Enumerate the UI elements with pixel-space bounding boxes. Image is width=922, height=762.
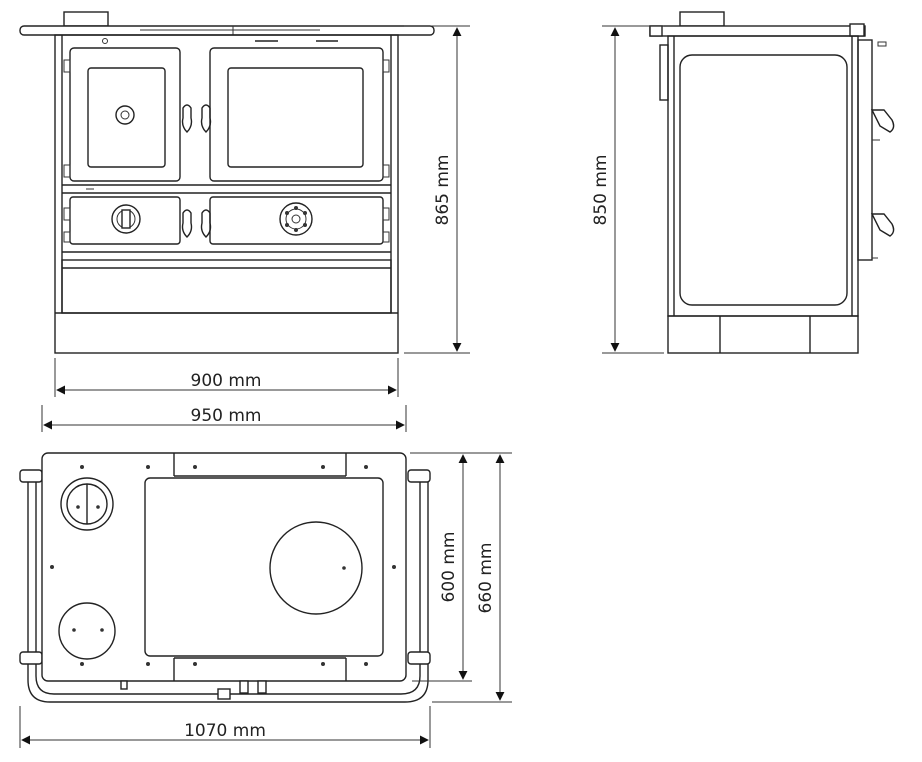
top-width-dimension: 1070 mm — [19, 706, 431, 748]
front-body — [54, 34, 399, 354]
air-regulator-knob-icon — [111, 204, 141, 234]
front-left-upper-door — [69, 47, 181, 182]
top-flue-outlet — [60, 477, 114, 531]
side-top-plate — [649, 25, 866, 37]
top-depth-inner-label: 600 mm — [439, 532, 459, 603]
front-width-dimensions: 900 mm 950 mm — [41, 358, 407, 432]
front-right-lower-door — [209, 196, 384, 245]
thermometer-icon — [115, 105, 135, 125]
front-height-label: 865 mm — [433, 155, 453, 226]
front-view — [19, 11, 435, 354]
right-door-handle-icon — [200, 104, 212, 133]
left-door-handle-icon — [181, 104, 193, 133]
top-depth-outer-label: 660 mm — [476, 543, 496, 614]
front-width-inner-label: 900 mm — [191, 371, 262, 391]
top-cooking-ring — [269, 521, 363, 615]
side-height-label: 850 mm — [591, 155, 611, 226]
top-cooktop — [41, 452, 407, 682]
side-height-dimension: 850 mm — [591, 25, 664, 354]
side-plinth — [667, 315, 859, 354]
side-view — [649, 11, 895, 354]
top-view — [19, 452, 431, 703]
ash-door-regulator-icon — [279, 202, 313, 236]
front-height-dimension: 865 mm — [404, 25, 470, 354]
top-small-lid — [58, 602, 116, 660]
side-panel — [679, 54, 848, 306]
top-width-total-label: 1070 mm — [184, 721, 266, 741]
top-hot-plate — [144, 477, 384, 657]
side-body — [667, 35, 859, 317]
top-depth-dimensions: 600 mm 660 mm — [410, 452, 512, 703]
front-flue-collar — [63, 11, 109, 27]
front-drawer — [61, 259, 392, 314]
top-towel-rail — [27, 478, 429, 703]
front-width-outer-label: 950 mm — [191, 406, 262, 426]
